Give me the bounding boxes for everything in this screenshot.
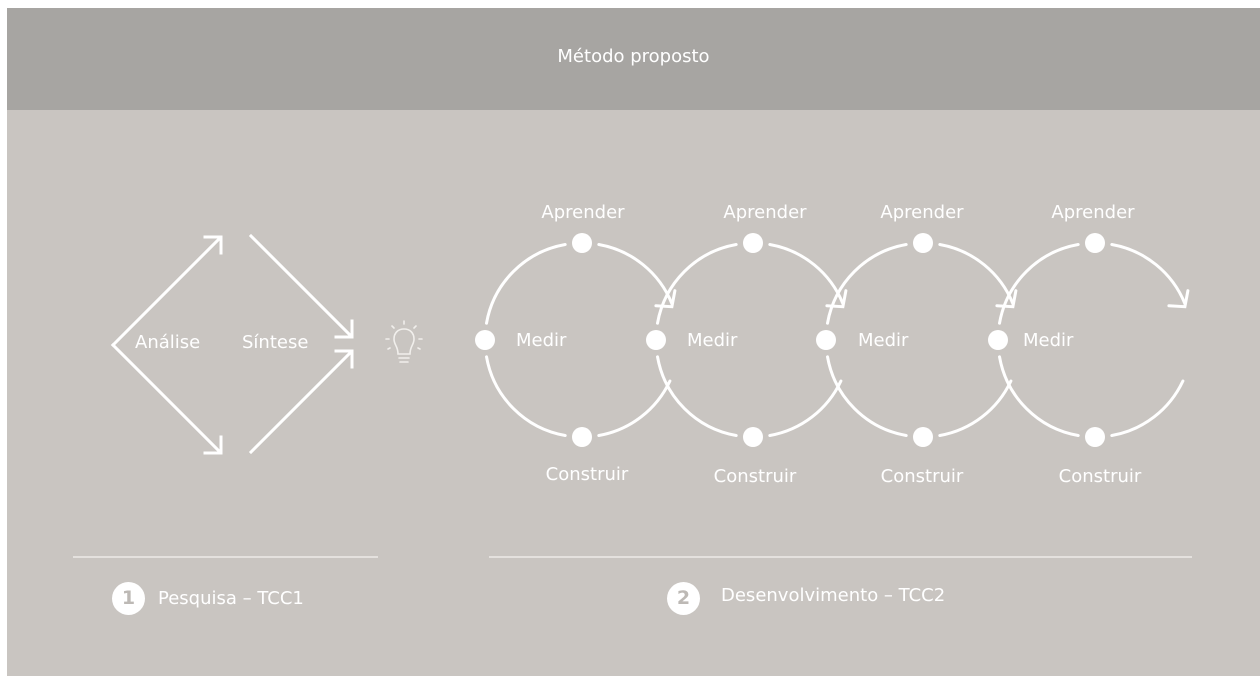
- cycle-3-build-label: Construir: [880, 466, 964, 487]
- build-node: [1085, 427, 1105, 447]
- header-bar: Método proposto: [7, 8, 1260, 110]
- measure-node: [988, 330, 1008, 350]
- diamond-arrows: [110, 233, 354, 455]
- cycle-4: [988, 233, 1190, 447]
- phase-2-label: Desenvolvimento – TCC2: [721, 585, 946, 606]
- phase-1-number-badge: 1: [112, 582, 145, 615]
- arc-build-to-measure: [826, 355, 908, 437]
- cycle-1: [475, 233, 677, 447]
- cycle-3: [816, 233, 1018, 447]
- synthesis-arrowhead-up: [334, 349, 354, 369]
- build-node: [572, 427, 592, 447]
- analysis-label: Análise: [135, 332, 201, 353]
- cycle-4-measure-label: Medir: [1023, 330, 1074, 351]
- arc-build-to-measure: [656, 355, 738, 437]
- measure-node: [816, 330, 836, 350]
- arc-learn-to-next: [1110, 243, 1187, 306]
- arc-to-build: [597, 379, 672, 437]
- phase-2-number-badge: 2: [667, 582, 700, 615]
- arc-to-build: [768, 379, 843, 437]
- cycle-4-learn-label: Aprender: [1051, 202, 1135, 223]
- synthesis-arrow-up: [248, 350, 353, 455]
- page-title: Método proposto: [557, 46, 710, 67]
- build-measure-learn-cycles: [475, 233, 1190, 447]
- cycle-2: [646, 233, 848, 447]
- analysis-arrow-up: [110, 236, 222, 348]
- cycle-2-build-label: Construir: [713, 466, 797, 487]
- analysis-arrowhead-up: [203, 235, 223, 255]
- analysis-arrowhead-down: [203, 435, 223, 455]
- build-node: [913, 427, 933, 447]
- method-diagram: [73, 233, 1192, 558]
- arc-to-build: [1110, 379, 1185, 437]
- arc-measure-to-learn: [998, 243, 1080, 325]
- arc-measure-to-learn: [826, 243, 908, 325]
- cycle-2-learn-label: Aprender: [723, 202, 807, 223]
- cycle-2-measure-label: Medir: [687, 330, 738, 351]
- cycle-arrowhead: [995, 289, 1018, 309]
- cycle-4-build-label: Construir: [1058, 466, 1142, 487]
- build-node: [743, 427, 763, 447]
- cycle-arrowhead: [1167, 289, 1190, 309]
- cycle-1-build-label: Construir: [545, 464, 629, 485]
- analysis-arrow-down: [110, 342, 222, 454]
- learn-node: [743, 233, 763, 253]
- synthesis-arrowhead-down: [334, 319, 354, 339]
- arc-measure-to-learn: [656, 243, 738, 325]
- diagram-frame: Método proposto: [7, 8, 1260, 676]
- measure-node: [646, 330, 666, 350]
- measure-node: [475, 330, 495, 350]
- cycle-3-measure-label: Medir: [858, 330, 909, 351]
- cycle-1-learn-label: Aprender: [541, 202, 625, 223]
- arc-build-to-measure: [998, 355, 1080, 437]
- arc-learn-to-next: [597, 243, 674, 306]
- synthesis-label: Síntese: [242, 332, 309, 353]
- synthesis-arrow-down: [248, 233, 353, 338]
- cycle-3-learn-label: Aprender: [880, 202, 964, 223]
- learn-node: [572, 233, 592, 253]
- arc-to-build: [938, 379, 1013, 437]
- arc-build-to-measure: [485, 355, 567, 437]
- arc-learn-to-next: [938, 243, 1015, 306]
- arc-measure-to-learn: [485, 243, 567, 325]
- lightbulb-icon: [385, 320, 423, 363]
- phase-1-label: Pesquisa – TCC1: [158, 588, 304, 609]
- learn-node: [1085, 233, 1105, 253]
- learn-node: [913, 233, 933, 253]
- cycle-1-measure-label: Medir: [516, 330, 567, 351]
- arc-learn-to-next: [768, 243, 845, 306]
